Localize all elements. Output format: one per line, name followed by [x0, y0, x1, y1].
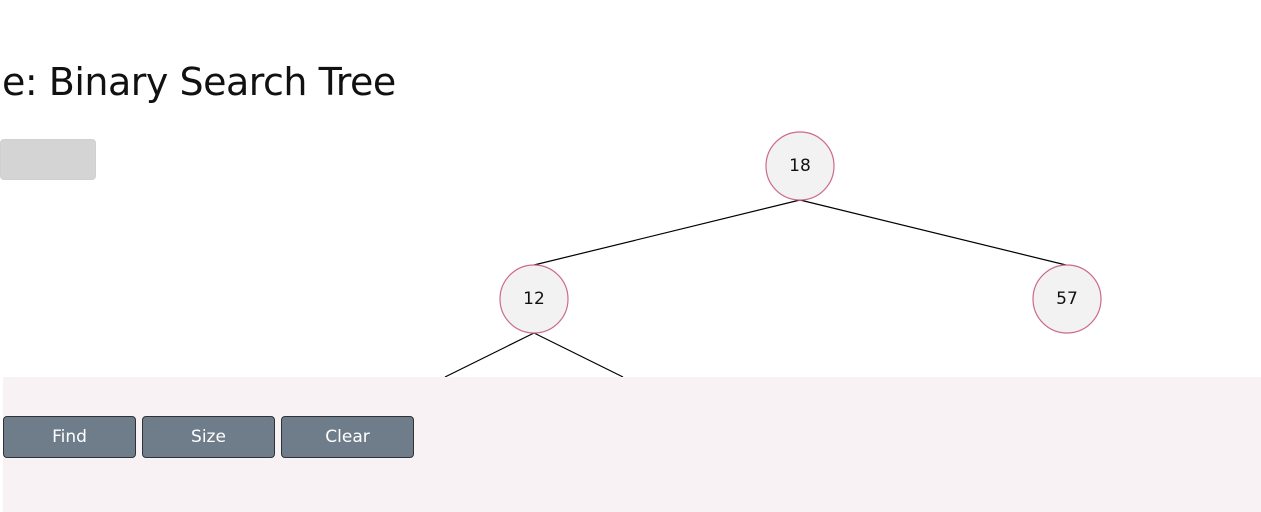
- clear-button[interactable]: Clear: [281, 416, 414, 458]
- tree-node-right-circle: [1032, 264, 1102, 334]
- size-button[interactable]: Size: [142, 416, 275, 458]
- tree-edge-root-left: [533, 199, 801, 266]
- tree-edge-root-right: [799, 199, 1067, 266]
- tree-node-left-label: 12: [523, 289, 545, 309]
- page-title: e: Binary Search Tree: [2, 60, 396, 104]
- tree-node-left[interactable]: 12: [499, 264, 569, 334]
- tree-node-root[interactable]: 18: [765, 131, 835, 201]
- tree-node-root-label: 18: [789, 156, 811, 176]
- tree-edge-left-child-right: [533, 332, 624, 378]
- tree-node-right-label: 57: [1056, 289, 1078, 309]
- tree-node-root-circle: [765, 131, 835, 201]
- tree-node-left-circle: [499, 264, 569, 334]
- find-button[interactable]: Find: [3, 416, 136, 458]
- tree-node-right[interactable]: 57: [1032, 264, 1102, 334]
- top-control-button[interactable]: [0, 139, 96, 180]
- control-panel: Find Size Clear: [3, 377, 1261, 512]
- tree-edge-left-child-left: [444, 332, 535, 378]
